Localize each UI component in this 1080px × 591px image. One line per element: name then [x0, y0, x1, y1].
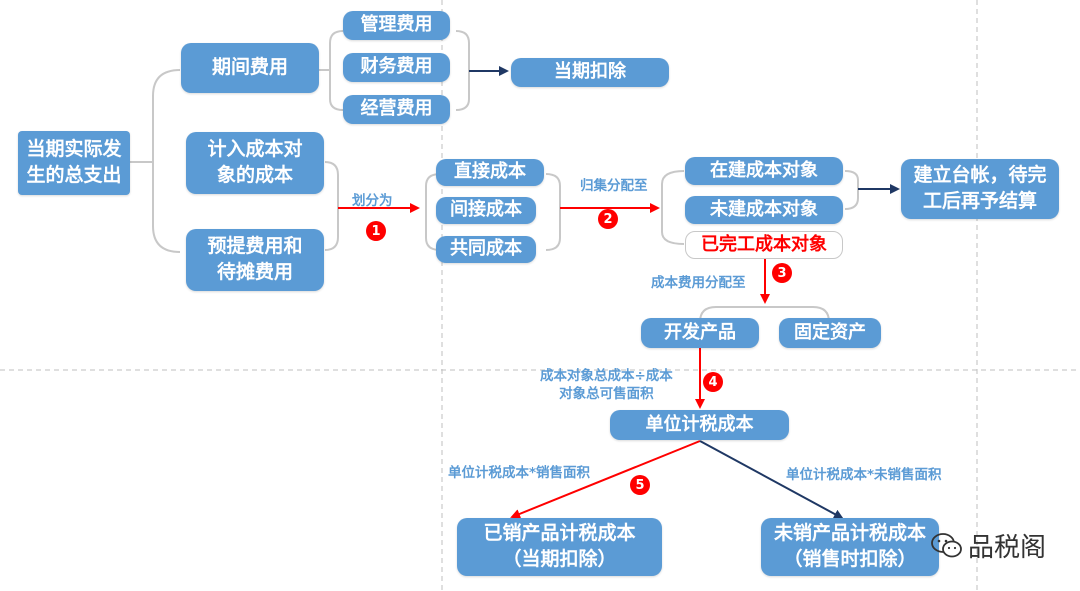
node-management-fee: 管理费用	[343, 11, 450, 40]
label-collect-allocate: 归集分配至	[580, 178, 648, 194]
wechat-icon	[931, 532, 962, 557]
node-development-product: 开发产品	[641, 318, 759, 348]
watermark-text: 品税阁	[968, 533, 1047, 563]
node-completed: 已完工成本对象	[685, 231, 843, 259]
watermark: 品税阁	[930, 527, 1046, 564]
bracket-fees-right	[455, 30, 470, 111]
node-cost-object-cost: 计入成本对 象的成本	[186, 132, 324, 194]
bracket-root	[152, 69, 181, 253]
step-badge-5: 5	[630, 475, 650, 495]
step-badge-3: 3	[772, 263, 792, 283]
label-unit-cost-formula: 成本对象总成本÷成本 对象总可售面积	[540, 368, 673, 403]
bracket-cost-right	[324, 161, 339, 251]
bracket-objects-right	[844, 170, 859, 210]
step-badge-2: 2	[598, 209, 618, 229]
node-accrued-deferred: 预提费用和 待摊费用	[186, 229, 324, 291]
node-unit-tax-cost: 单位计税成本	[610, 410, 789, 440]
arrow-to-sold-cost	[510, 440, 701, 519]
label-divide-into: 划分为	[352, 193, 393, 209]
step-badge-4: 4	[703, 372, 723, 392]
node-total-expenditure: 当期实际发 生的总支出	[18, 131, 130, 195]
bracket-products	[699, 306, 830, 323]
node-direct-cost: 直接成本	[436, 159, 544, 186]
node-fixed-asset: 固定资产	[779, 318, 881, 348]
bracket-costs-right	[545, 173, 561, 251]
node-unsold-product-cost: 未销产品计税成本 （销售时扣除）	[761, 518, 939, 576]
node-common-cost: 共同成本	[436, 236, 536, 263]
label-unsold-formula: 单位计税成本*未销售面积	[786, 467, 942, 483]
label-cost-allocate: 成本费用分配至	[651, 275, 746, 291]
step-badge-1: 1	[366, 221, 386, 241]
bracket-objects-left	[661, 170, 685, 245]
node-period-expense: 期间费用	[181, 43, 319, 93]
bracket-costs-left	[425, 173, 441, 251]
node-ledger: 建立台帐，待完 工后再予结算	[901, 159, 1059, 219]
node-sold-product-cost: 已销产品计税成本 （当期扣除）	[457, 518, 662, 576]
node-under-construction: 在建成本对象	[685, 157, 843, 185]
node-indirect-cost: 间接成本	[436, 197, 536, 224]
node-finance-fee: 财务费用	[343, 53, 450, 82]
node-current-deduction: 当期扣除	[511, 58, 669, 87]
bracket-fees-left	[329, 30, 344, 111]
node-operating-fee: 经营费用	[343, 95, 450, 124]
arrow-to-unsold-cost	[699, 440, 844, 519]
node-not-built: 未建成本对象	[685, 196, 843, 224]
label-sold-formula: 单位计税成本*销售面积	[448, 465, 591, 481]
